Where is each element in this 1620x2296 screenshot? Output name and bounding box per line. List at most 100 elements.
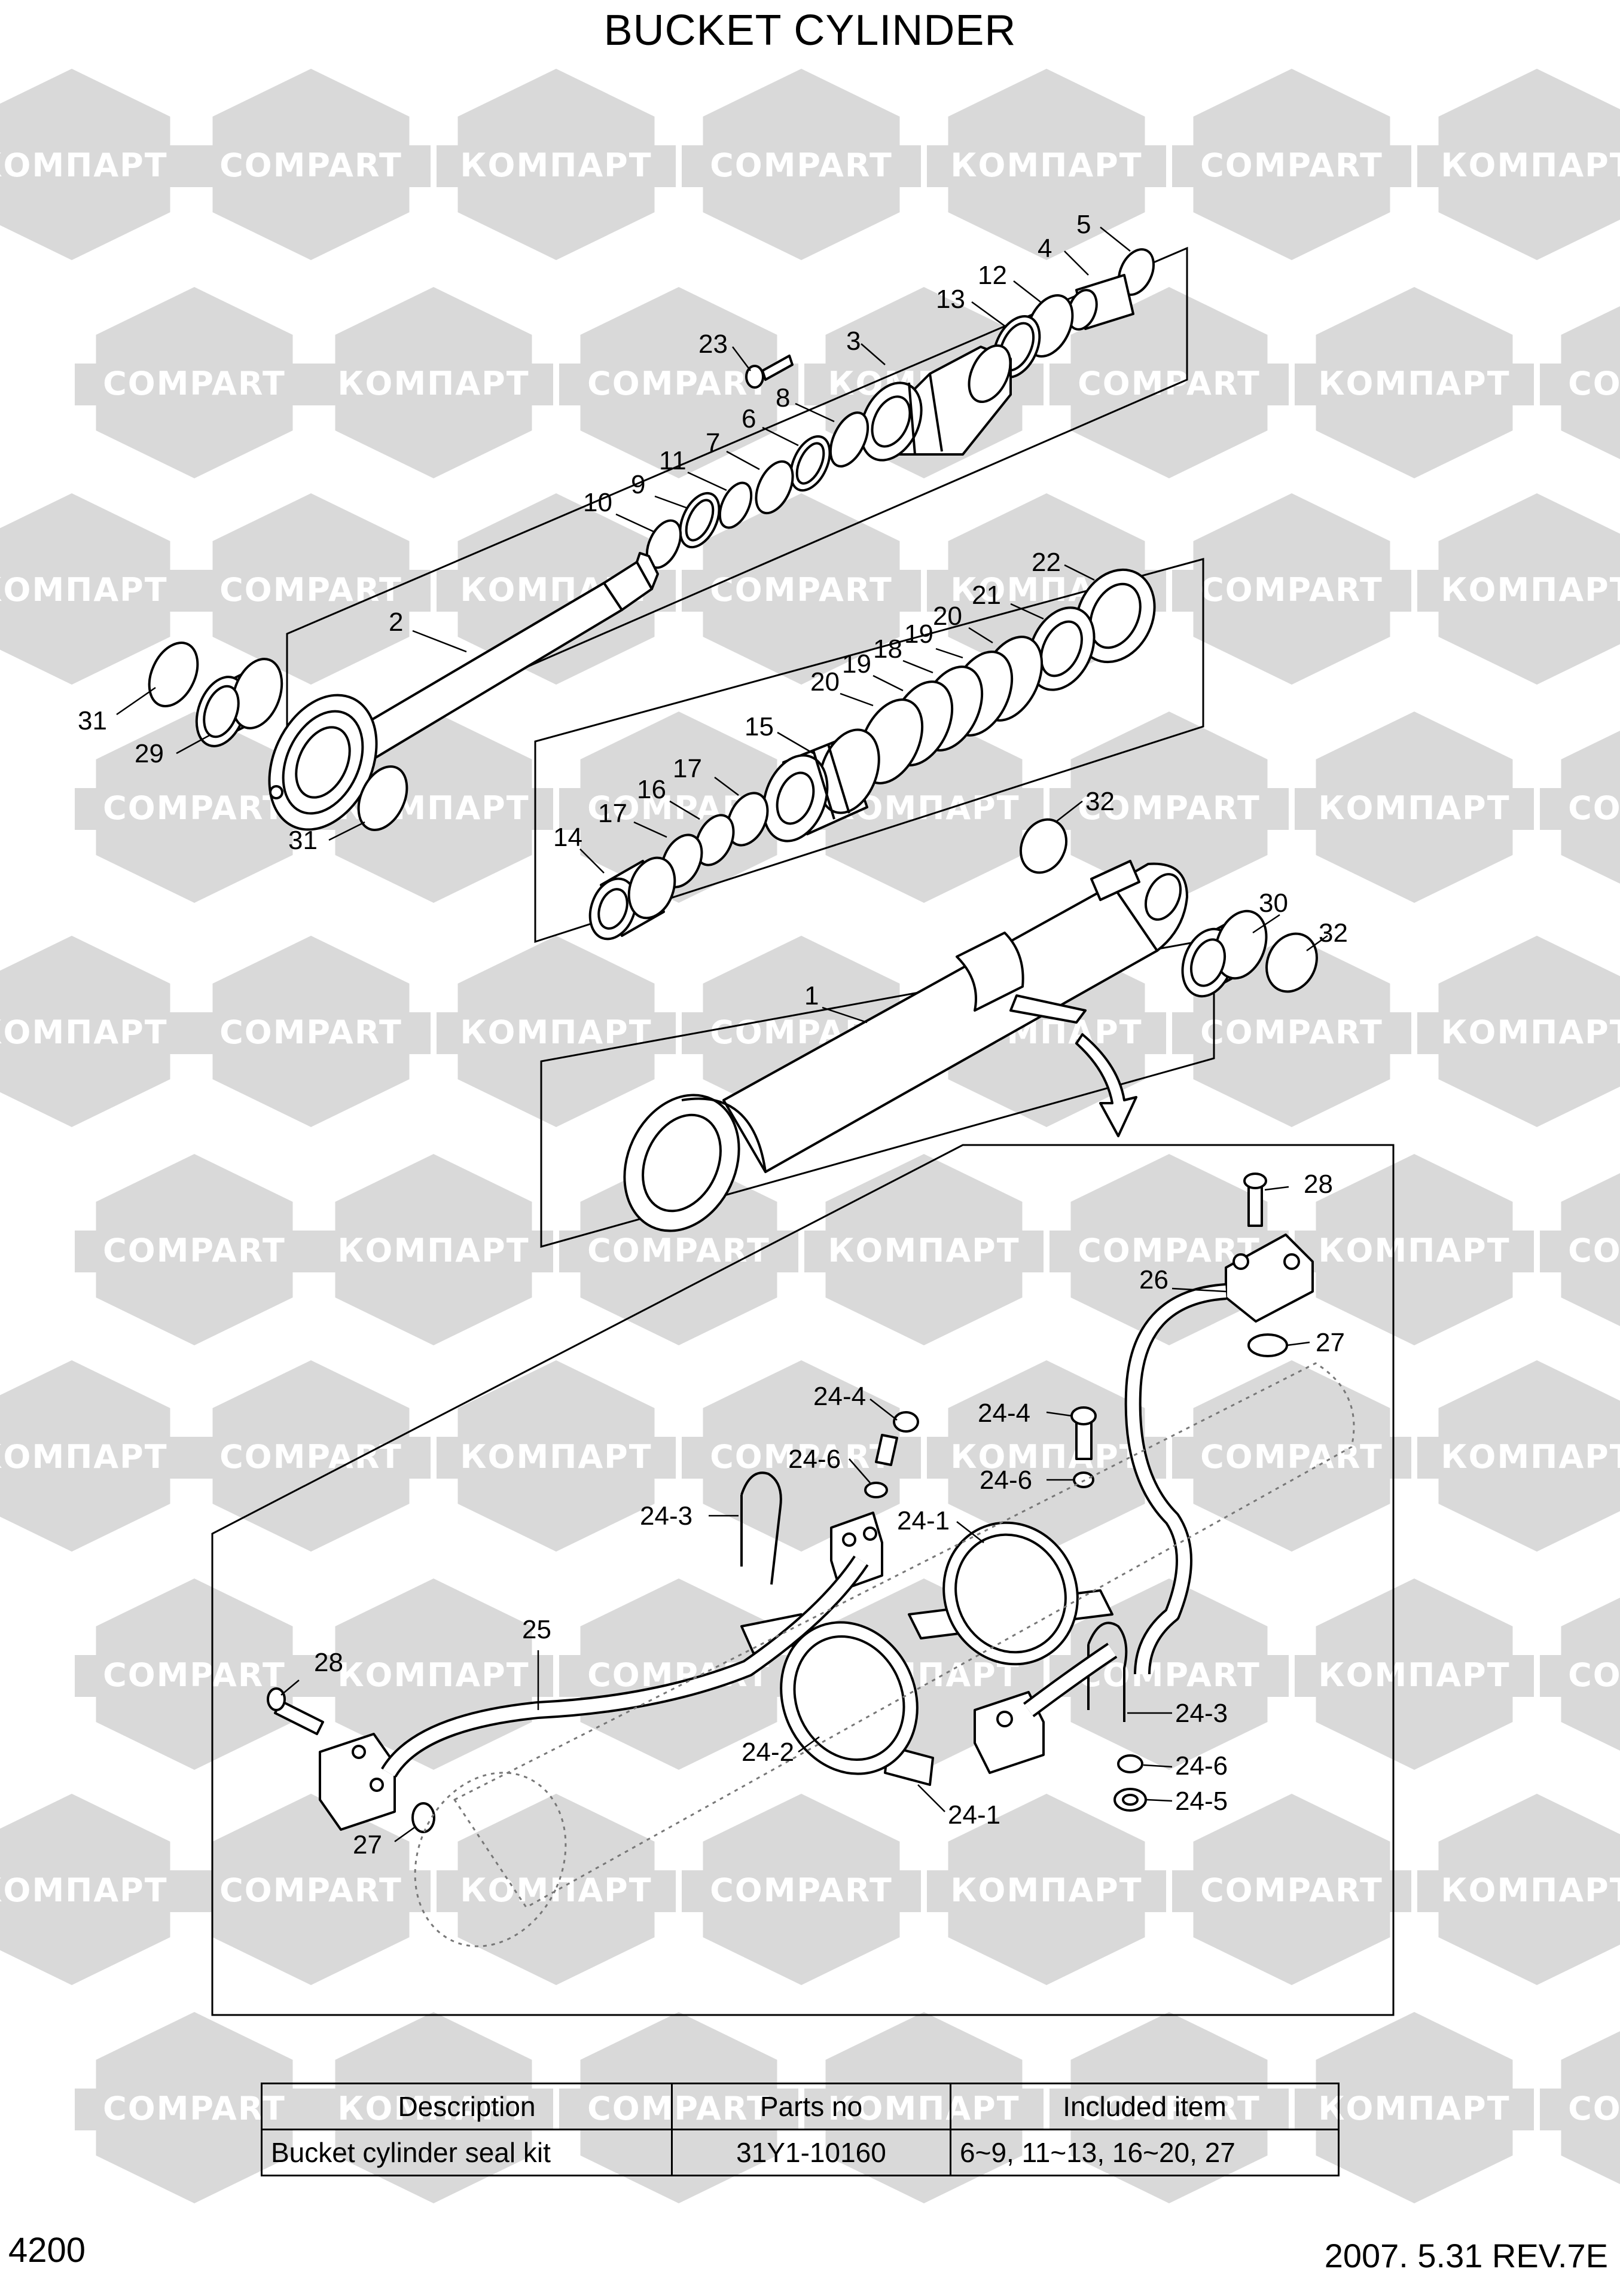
callout-27-upper: 27 bbox=[1316, 1328, 1345, 1357]
callout-24-1-upper: 24-1 bbox=[897, 1506, 950, 1535]
callout-19-lower: 19 bbox=[842, 649, 871, 679]
watermark-tile: COMPART bbox=[191, 1360, 431, 1552]
frame-piston-group bbox=[534, 558, 1204, 944]
part-26-upper-pipe bbox=[1124, 1234, 1314, 1675]
callout-30: 30 bbox=[1259, 889, 1288, 918]
watermark-text: COMPART bbox=[1078, 365, 1261, 402]
watermark-tile: COMPART bbox=[1540, 731, 1620, 884]
callout-23: 23 bbox=[698, 329, 728, 359]
part-24-5-nut bbox=[1113, 1788, 1147, 1812]
watermark-tile: COMPART bbox=[1172, 493, 1411, 685]
pipe-flange-right bbox=[974, 1691, 1045, 1774]
watermark-text: COMPART bbox=[1200, 1013, 1383, 1051]
watermark-tile: КОМПАРТ bbox=[0, 1360, 191, 1552]
watermark-text: COMPART bbox=[1568, 365, 1620, 402]
callout-24-6-right: 24-6 bbox=[980, 1465, 1032, 1495]
watermark-tile: КОМПАРТ bbox=[314, 1154, 553, 1345]
frame-piping-group bbox=[211, 1144, 1395, 2016]
watermark-text: COMPART bbox=[1200, 571, 1383, 609]
watermark-tile: COMPART bbox=[1050, 712, 1289, 903]
watermark-text: КОМПАРТ bbox=[337, 1232, 529, 1269]
pipe-flange-left bbox=[319, 1733, 396, 1831]
callout-20-lower: 20 bbox=[810, 667, 840, 697]
part-30-bushing bbox=[1181, 909, 1268, 998]
watermark-text: COMPART bbox=[1200, 1871, 1383, 1909]
watermark-text: COMPART bbox=[1568, 1656, 1620, 1694]
callout-27-lower: 27 bbox=[353, 1830, 382, 1860]
part-15-piston bbox=[762, 728, 880, 842]
callout-21: 21 bbox=[972, 581, 1001, 610]
part-32-ring-upper bbox=[1020, 818, 1067, 874]
watermark-text: КОМПАРТ bbox=[460, 1438, 652, 1476]
part-28-bolt-lower bbox=[267, 1687, 324, 1735]
watermark-text: COMPART bbox=[103, 1656, 286, 1694]
watermark-text: КОМПАРТ bbox=[0, 571, 168, 609]
watermark-tile: КОМПАРТ bbox=[1295, 1154, 1534, 1345]
watermark-text: КОМПАРТ bbox=[1318, 1232, 1510, 1269]
part-29-bushing bbox=[195, 658, 283, 747]
watermark-text: КОМПАРТ bbox=[0, 1013, 168, 1051]
part-22-nut bbox=[1075, 568, 1156, 664]
watermark-tile: COMPART bbox=[1050, 287, 1289, 478]
page-title: BUCKET CYLINDER bbox=[603, 7, 1017, 54]
callout-18: 18 bbox=[873, 634, 902, 664]
watermark-tile: COMPART bbox=[75, 1578, 314, 1770]
watermark-tile: КОМПАРТ bbox=[437, 1360, 676, 1552]
watermark-tile: COMPART bbox=[191, 69, 431, 260]
part-7-ring bbox=[755, 460, 794, 515]
callout-24-2: 24-2 bbox=[742, 1738, 794, 1767]
watermark-tile: COMPART bbox=[1172, 1360, 1411, 1552]
callout-24-4-right: 24-4 bbox=[978, 1399, 1030, 1428]
part-31-ring-upper bbox=[148, 642, 199, 707]
cell-description: Bucket cylinder seal kit bbox=[261, 2129, 673, 2176]
watermark-tile: COMPART bbox=[559, 287, 798, 478]
phantom-cylinder-outline bbox=[414, 1362, 1355, 1947]
watermark-text: КОМПАРТ bbox=[0, 1871, 168, 1909]
watermark-tile: COMPART bbox=[191, 493, 431, 685]
watermark-text: COMPART bbox=[103, 789, 286, 827]
watermark-text: КОМПАРТ bbox=[1318, 1656, 1510, 1694]
part-24-2-clamp bbox=[740, 1613, 919, 1775]
part-24-6-washer-lower bbox=[1117, 1754, 1143, 1773]
part-24-6-washer-left bbox=[864, 1482, 888, 1498]
callout-13: 13 bbox=[936, 285, 965, 314]
watermark-tile: КОМПАРТ bbox=[1295, 2012, 1534, 2203]
watermark-tile: COMPART bbox=[75, 1154, 314, 1345]
watermark-text: КОМПАРТ bbox=[1318, 789, 1510, 827]
watermark-tile: COMPART bbox=[682, 69, 921, 260]
watermark-text: КОМПАРТ bbox=[460, 1013, 652, 1051]
watermark-text: КОМПАРТ bbox=[0, 146, 168, 184]
callout-20-upper: 20 bbox=[933, 602, 962, 631]
watermark-text: COMPART bbox=[1078, 789, 1261, 827]
callout-1: 1 bbox=[804, 981, 819, 1010]
watermark-tile: COMPART bbox=[191, 1794, 431, 1985]
part-28-bolt-upper bbox=[1243, 1173, 1267, 1227]
callout-31-lower: 31 bbox=[288, 826, 318, 855]
watermark-tile: COMPART bbox=[1172, 936, 1411, 1127]
watermark-text: COMPART bbox=[710, 1871, 893, 1909]
part-16-ring bbox=[694, 814, 735, 866]
callout-26: 26 bbox=[1139, 1265, 1169, 1294]
revision-date: 2007. 5.31 REV.7E bbox=[1324, 2237, 1608, 2274]
callout-15: 15 bbox=[745, 712, 774, 741]
leader-lines bbox=[116, 227, 1328, 1843]
part-32-ring-lower bbox=[1265, 932, 1318, 993]
watermark-tile: КОМПАРТ bbox=[927, 1794, 1166, 1985]
watermark-text: COMPART bbox=[219, 1438, 402, 1476]
watermark-text: КОМПАРТ bbox=[1441, 146, 1620, 184]
callout-8: 8 bbox=[776, 383, 790, 413]
part-17-ring-upper bbox=[726, 792, 769, 847]
watermark-tile: КОМПАРТ bbox=[0, 936, 191, 1127]
watermark-text: COMPART bbox=[1200, 1438, 1383, 1476]
part-14-spacer bbox=[588, 856, 676, 941]
table-header-row: Description Parts no Included item bbox=[261, 2083, 1340, 2130]
part-25-lower-pipe bbox=[381, 1555, 1118, 1778]
watermark-tile: COMPART bbox=[682, 1794, 921, 1985]
watermark-text: КОМПАРТ bbox=[1318, 365, 1510, 402]
part-27-oring-upper bbox=[1247, 1333, 1288, 1357]
callout-24-5: 24-5 bbox=[1175, 1787, 1228, 1816]
callout-12: 12 bbox=[978, 261, 1007, 290]
watermark-tile: КОМПАРТ bbox=[1295, 287, 1534, 478]
callout-2: 2 bbox=[389, 607, 403, 637]
